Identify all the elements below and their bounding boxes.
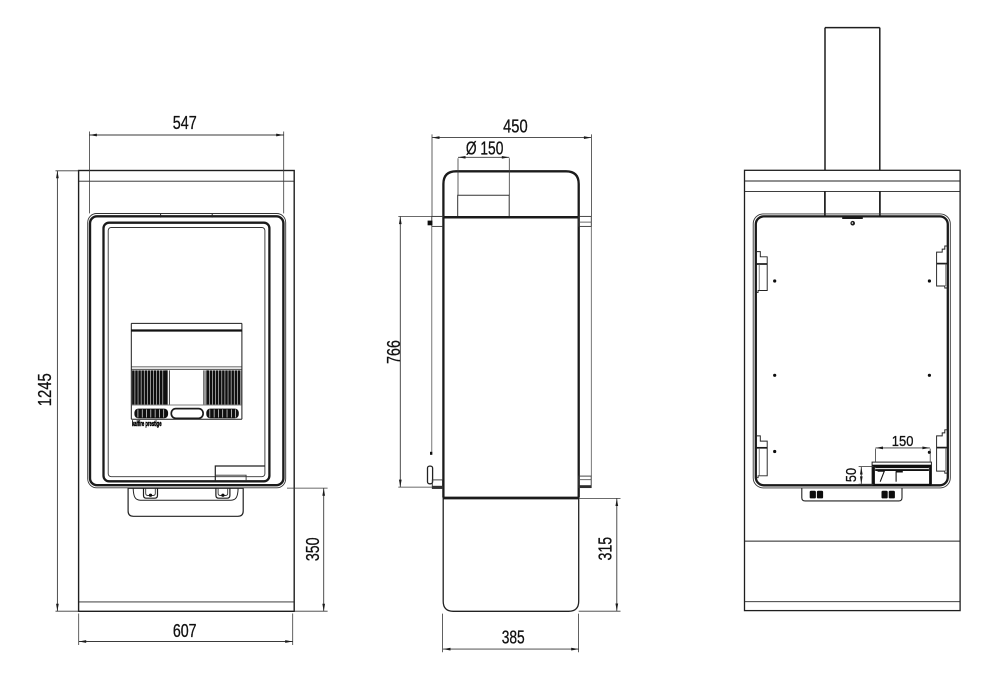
svg-text:766: 766 [384, 340, 404, 364]
svg-text:kalfire prestige: kalfire prestige [132, 421, 162, 428]
svg-text:547: 547 [173, 113, 197, 133]
svg-text:450: 450 [503, 117, 528, 137]
svg-text:350: 350 [303, 537, 323, 561]
svg-text:Ø 150: Ø 150 [466, 138, 504, 158]
svg-text:385: 385 [502, 628, 525, 648]
svg-text:607: 607 [173, 621, 197, 641]
svg-text:315: 315 [595, 537, 615, 561]
svg-text:50: 50 [843, 468, 860, 482]
svg-text:150: 150 [892, 433, 914, 450]
svg-text:1245: 1245 [35, 373, 55, 406]
